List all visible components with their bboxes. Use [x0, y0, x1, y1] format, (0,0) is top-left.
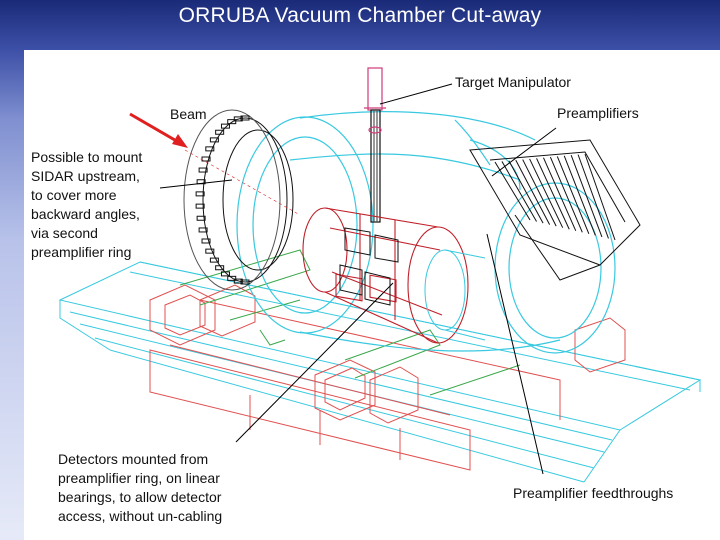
preamplifiers-leader — [491, 127, 557, 177]
ring-fin — [240, 115, 250, 121]
ring-fin — [201, 156, 211, 162]
fan-fin — [494, 161, 531, 221]
fan-fin — [522, 159, 557, 227]
fan-fin — [508, 160, 544, 224]
detector-barrel — [302, 207, 469, 344]
ring-fin — [215, 129, 225, 135]
support-green — [179, 249, 521, 396]
ring-fin — [227, 275, 237, 281]
ring-fin — [220, 123, 230, 129]
target-manipulator-rod — [364, 67, 386, 223]
ring-fin — [209, 257, 219, 263]
ring-fin — [196, 215, 206, 221]
preamplifiers-label: Preamplifiers — [557, 105, 639, 121]
ring-fin — [227, 119, 237, 125]
callout-lines — [159, 83, 557, 475]
sidar-note-line: Possible to mount — [31, 149, 143, 165]
detectors-note-line: Detectors mounted from — [58, 451, 209, 467]
fan-fin — [501, 161, 537, 222]
ring-fin — [198, 227, 208, 233]
upstream-ring-fins — [195, 115, 250, 285]
sidar-note-line: SIDAR upstream, — [31, 168, 140, 184]
fan-fin — [536, 158, 570, 230]
ring-fin — [205, 248, 215, 254]
slide-title: ORRUBA Vacuum Chamber Cut-away — [178, 4, 542, 27]
beam-arrow — [129, 112, 188, 148]
detectors-note: Detectors mounted from preamplifier ring… — [58, 450, 258, 526]
beam-label: Beam — [170, 106, 207, 122]
downstream-preamp-fan — [469, 139, 641, 281]
sidar-leader — [159, 179, 233, 189]
beam-path — [184, 149, 301, 216]
ring-fin — [215, 265, 225, 271]
fan-fin — [556, 156, 590, 235]
upstream-preamp-ring — [183, 109, 294, 291]
ring-fin — [220, 271, 230, 277]
detectors-note-line: access, without un-cabling — [58, 508, 223, 524]
fan-fin — [577, 154, 609, 239]
detector-frame-cyan — [424, 249, 486, 341]
fan-fin — [549, 156, 583, 233]
fan-fin — [529, 158, 564, 228]
ring-fin — [201, 238, 211, 244]
ring-fin — [198, 167, 208, 173]
sidar-note-line: preamplifier ring — [31, 244, 132, 260]
downstream-fan-fins — [494, 153, 616, 241]
sidar-note: Possible to mount SIDAR upstream, to cov… — [31, 148, 181, 262]
support-feet — [149, 284, 626, 424]
detectors-note-line: preamplifier ring, on linear — [58, 470, 220, 486]
feedthroughs-leader — [486, 233, 544, 475]
ring-fin — [195, 203, 205, 209]
fan-fin — [563, 155, 596, 236]
sidar-note-line: to cover more — [31, 187, 117, 203]
ring-fin — [209, 137, 219, 143]
ring-fin — [195, 191, 205, 197]
fan-fin — [570, 155, 603, 238]
fan-fin — [584, 153, 616, 241]
ring-fin — [240, 279, 250, 285]
target-manipulator-label: Target Manipulator — [455, 74, 571, 90]
ring-fin — [205, 146, 215, 152]
fan-fin — [515, 159, 551, 225]
ring-fin — [233, 278, 243, 284]
detectors-note-line: bearings, to allow detector — [58, 489, 222, 505]
target-manipulator-leader — [379, 83, 453, 105]
sidar-note-line: backward angles, — [31, 206, 140, 222]
detector-pads — [339, 227, 399, 306]
feedthroughs-label: Preamplifier feedthroughs — [513, 484, 674, 503]
fan-fin — [543, 157, 577, 231]
sidar-note-line: via second — [31, 225, 98, 241]
vacuum-chamber — [236, 111, 616, 354]
base-frame — [149, 299, 561, 471]
base-rails — [58, 261, 702, 483]
detectors-leader — [235, 282, 394, 443]
ring-fin — [233, 116, 243, 122]
